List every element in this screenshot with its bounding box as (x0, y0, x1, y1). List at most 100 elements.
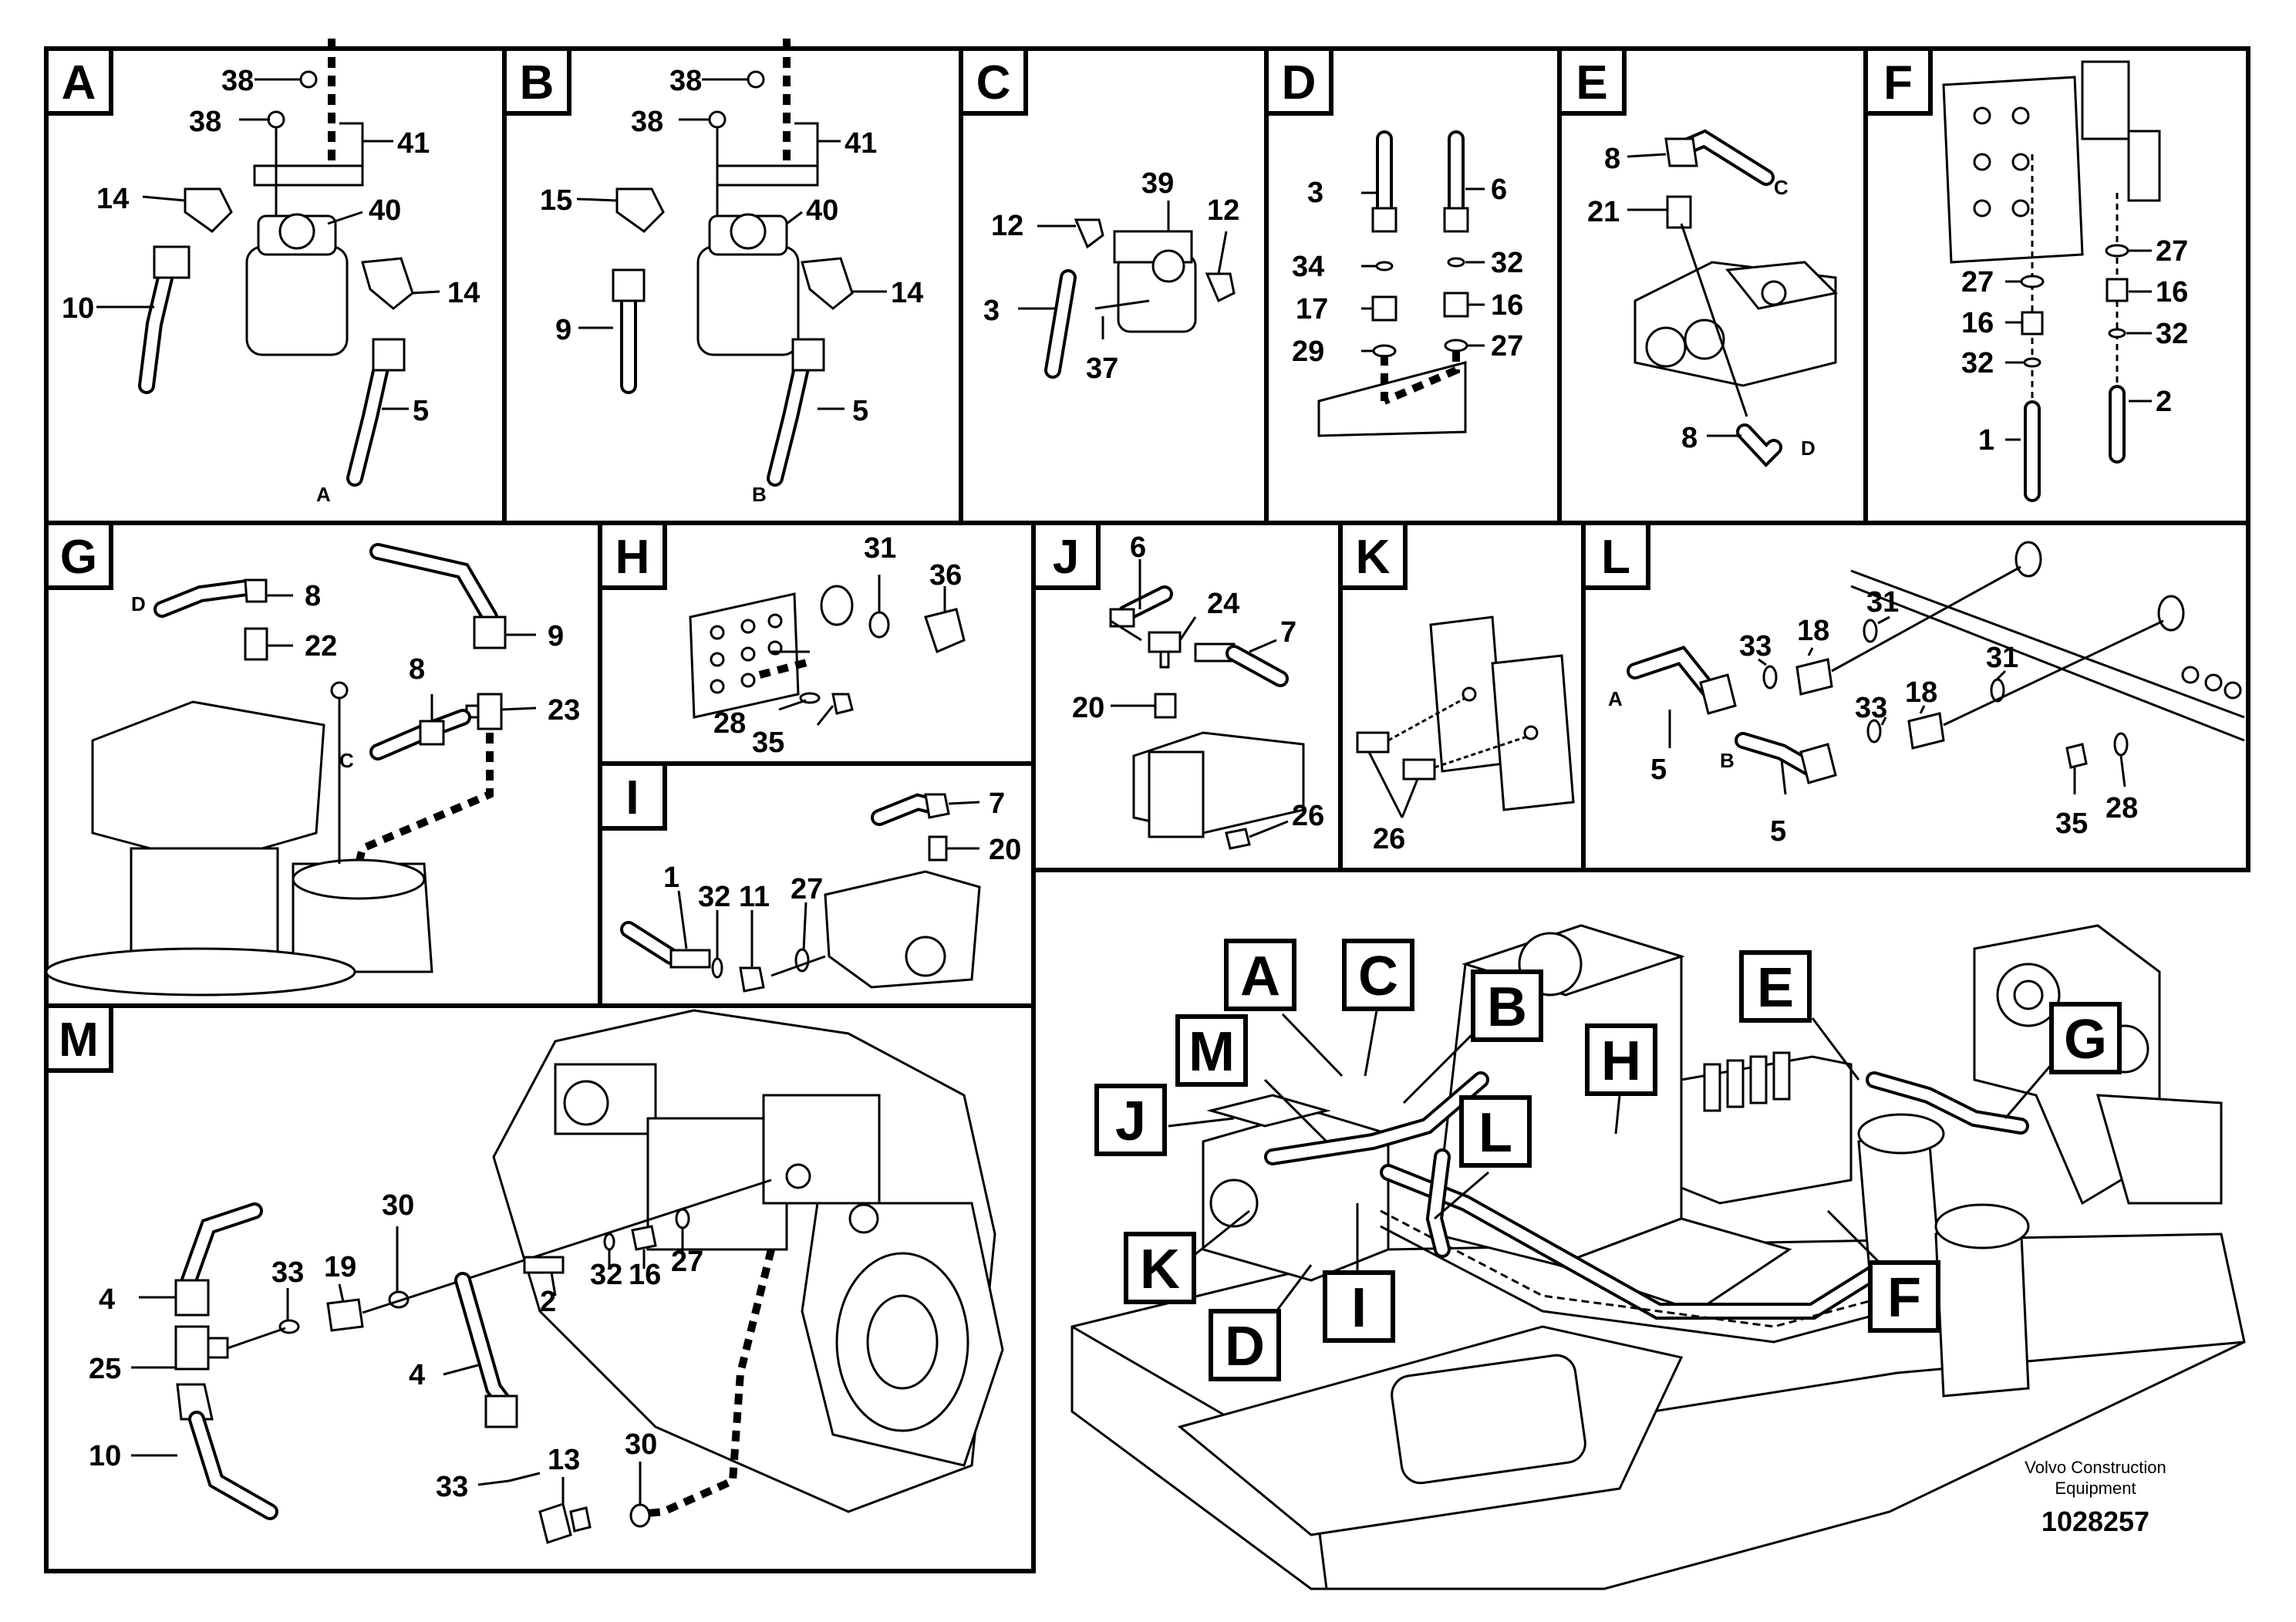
label-i-11: 11 (739, 881, 770, 913)
callout-l: L (1478, 1102, 1512, 1164)
label-f-1: 1 (1978, 424, 1994, 457)
label-d-32: 32 (1491, 247, 1523, 279)
label-e-8-bottom: 8 (1681, 422, 1698, 454)
callout-m: M (1188, 1021, 1235, 1083)
label-a-5: 5 (413, 395, 429, 427)
label-a-14-right: 14 (447, 277, 480, 309)
callout-g: G (2064, 1009, 2107, 1071)
label-j-24: 24 (1207, 588, 1239, 620)
panel-g: G 8 9 22 8 23 D C (44, 521, 580, 996)
label-a-38: 38 (189, 106, 221, 138)
label-f-27-right: 27 (2156, 235, 2188, 268)
marker-l-a: A (1608, 687, 1623, 710)
panel-h-title: H (615, 531, 650, 584)
label-a-38-top: 38 (221, 65, 254, 97)
label-g-9: 9 (548, 620, 564, 653)
callout-j: J (1115, 1091, 1146, 1152)
label-f-32-right: 32 (2156, 318, 2188, 350)
callout-g-box (2049, 1002, 2122, 1074)
label-b-9: 9 (555, 314, 571, 346)
marker-e-c: C (1774, 176, 1789, 199)
callout-a: A (1240, 946, 1280, 1007)
label-m-33-top: 33 (271, 1256, 304, 1289)
panel-a-title: A (62, 56, 96, 110)
label-l-28: 28 (2106, 792, 2138, 824)
panel-a: A 38 38 41 14 40 10 14 5 A (44, 39, 480, 506)
label-f-27-left: 27 (1961, 266, 1994, 298)
panel-m-title: M (59, 1013, 99, 1067)
label-h-31: 31 (864, 532, 896, 565)
label-g-8-mid: 8 (409, 653, 425, 686)
callout-b: B (1487, 976, 1527, 1038)
callout-k-box (1124, 1232, 1196, 1304)
label-f-32-left: 32 (1961, 347, 1994, 379)
label-m-32: 32 (590, 1259, 622, 1291)
callout-a-box (1224, 939, 1296, 1011)
label-b-41: 41 (845, 127, 877, 160)
label-i-7: 7 (989, 787, 1005, 820)
label-l-33-mid: 33 (1855, 692, 1887, 724)
panel-d-title: D (1282, 56, 1317, 110)
callout-c: C (1358, 946, 1398, 1007)
label-m-27: 27 (671, 1246, 703, 1278)
label-a-10: 10 (62, 292, 94, 325)
label-c-12-left: 12 (991, 210, 1023, 242)
label-b-14: 14 (891, 277, 923, 309)
label-f-2: 2 (2156, 386, 2172, 418)
label-d-29: 29 (1292, 336, 1324, 368)
callout-c-box (1342, 939, 1414, 1011)
panel-m: M (44, 1003, 1004, 1544)
label-i-27: 27 (791, 873, 823, 905)
callout-f: F (1887, 1267, 1921, 1329)
label-g-8-top: 8 (305, 580, 321, 612)
brand-line-2: Equipment (2055, 1479, 2136, 1498)
label-m-25: 25 (89, 1353, 121, 1385)
panel-i: I 7 20 1 32 11 27 (598, 761, 1021, 993)
callout-d-box (1209, 1309, 1281, 1381)
panel-i-title: I (625, 771, 639, 824)
label-m-30-top: 30 (382, 1189, 414, 1222)
label-d-16: 16 (1491, 289, 1523, 322)
panel-l: L 31 18 33 31 18 33 (1581, 521, 2245, 848)
label-g-23: 23 (548, 694, 580, 727)
callout-k: K (1140, 1239, 1180, 1300)
label-c-37: 37 (1086, 352, 1118, 385)
label-e-21: 21 (1587, 196, 1620, 228)
label-l-31-mid: 31 (1986, 642, 2018, 674)
label-f-16-right: 16 (2156, 276, 2188, 309)
label-b-38: 38 (631, 106, 663, 138)
overview-callouts: A C B M H J L E G K (1094, 939, 2122, 1381)
callout-h: H (1601, 1030, 1641, 1092)
panel-e: E 8 21 8 C D (1557, 46, 1839, 467)
label-j-7: 7 (1280, 616, 1296, 649)
marker-l-b: B (1720, 749, 1735, 772)
label-c-12-right: 12 (1207, 194, 1239, 227)
label-j-26: 26 (1292, 800, 1324, 832)
callout-b-box (1471, 969, 1543, 1042)
label-l-5-left: 5 (1650, 754, 1667, 786)
panel-j-title: J (1053, 531, 1079, 584)
panel-b-title: B (520, 56, 555, 110)
footer: Volvo Construction Equipment 1028257 (2025, 1458, 2166, 1537)
panel-l-title: L (1601, 531, 1630, 584)
brand-line-1: Volvo Construction (2025, 1458, 2166, 1477)
label-k-26: 26 (1373, 823, 1405, 855)
callout-e: E (1757, 957, 1794, 1019)
panel-f-title: F (1883, 56, 1913, 110)
label-m-16: 16 (629, 1259, 661, 1291)
label-l-31-top: 31 (1866, 586, 1899, 619)
label-m-19: 19 (324, 1251, 356, 1283)
label-d-34: 34 (1292, 251, 1324, 283)
label-m-4-bottom: 4 (409, 1359, 425, 1391)
label-m-33-bottom: 33 (436, 1471, 468, 1503)
marker-e-d: D (1801, 437, 1816, 460)
marker-b: B (752, 483, 767, 506)
label-h-36: 36 (929, 559, 962, 592)
panel-c-title: C (976, 56, 1011, 110)
label-h-28: 28 (713, 707, 746, 740)
label-i-32: 32 (698, 881, 730, 913)
label-d-3: 3 (1307, 177, 1323, 209)
label-g-22: 22 (305, 630, 337, 663)
label-a-40: 40 (369, 194, 401, 227)
